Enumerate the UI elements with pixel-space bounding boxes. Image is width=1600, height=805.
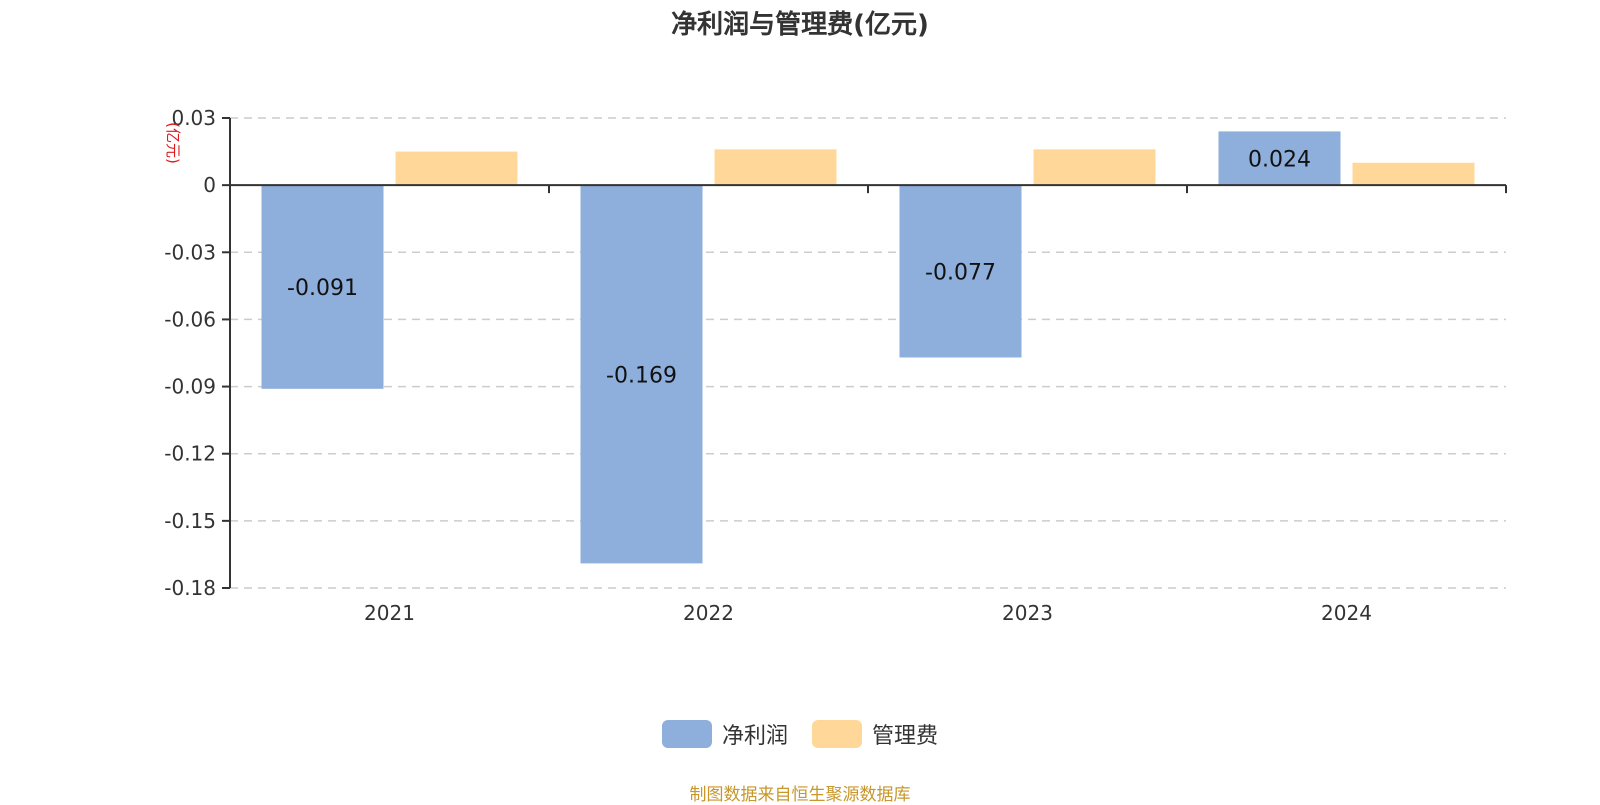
- y-tick-label: 0.03: [171, 106, 216, 130]
- bar-net-profit-2024[interactable]: [1218, 131, 1341, 186]
- y-tick-label: -0.12: [164, 442, 216, 466]
- legend-item-net-profit[interactable]: 净利润: [661, 718, 788, 750]
- bar-admin-expense-2023[interactable]: [1033, 149, 1156, 186]
- y-tick-label: 0: [203, 173, 216, 197]
- y-tick-label: -0.15: [164, 509, 216, 533]
- y-tick-label: -0.18: [164, 576, 216, 600]
- bar-admin-expense-2021[interactable]: [395, 151, 518, 186]
- chart-title: 净利润与管理费(亿元): [671, 10, 929, 40]
- y-tick-label: -0.09: [164, 375, 216, 399]
- y-tick-label: -0.03: [164, 240, 216, 264]
- bar-net-profit-2023[interactable]: [899, 185, 1022, 358]
- x-tick-label: 2021: [364, 601, 415, 625]
- x-tick-label: 2024: [1321, 601, 1372, 625]
- data-labels: -0.091 -0.169 -0.077 0.024: [287, 147, 1311, 388]
- bar-admin-expense-2024[interactable]: [1352, 162, 1475, 186]
- data-label: -0.169: [606, 363, 677, 388]
- legend: 净利润 管理费: [0, 718, 1600, 750]
- x-tick-label: 2022: [683, 601, 734, 625]
- axes: 0.03 0 -0.03 -0.06 -0.09 -0.12 -0.15 -0.18 2021 2…: [164, 106, 1507, 625]
- legend-item-admin-expense[interactable]: 管理费: [812, 718, 938, 750]
- legend-label-net-profit: 净利润: [721, 724, 788, 749]
- source-note: 制图数据来自恒生聚源数据库: [689, 785, 911, 805]
- legend-label-admin-expense: 管理费: [872, 724, 939, 749]
- data-label: -0.091: [287, 276, 358, 301]
- bar-net-profit-2022[interactable]: [580, 185, 703, 564]
- grid-lines: [230, 117, 1506, 589]
- x-tick-label: 2023: [1002, 601, 1053, 625]
- legend-swatch-admin-expense: [812, 720, 862, 748]
- data-label: -0.077: [925, 260, 996, 285]
- y-axis-unit-label: (亿元): [164, 122, 182, 164]
- legend-swatch-net-profit: [661, 720, 712, 748]
- data-label: 0.024: [1248, 147, 1311, 172]
- y-tick-label: -0.06: [164, 307, 216, 331]
- bar-admin-expense-2022[interactable]: [714, 149, 837, 186]
- bars: [261, 131, 1475, 564]
- bar-net-profit-2021[interactable]: [261, 185, 384, 389]
